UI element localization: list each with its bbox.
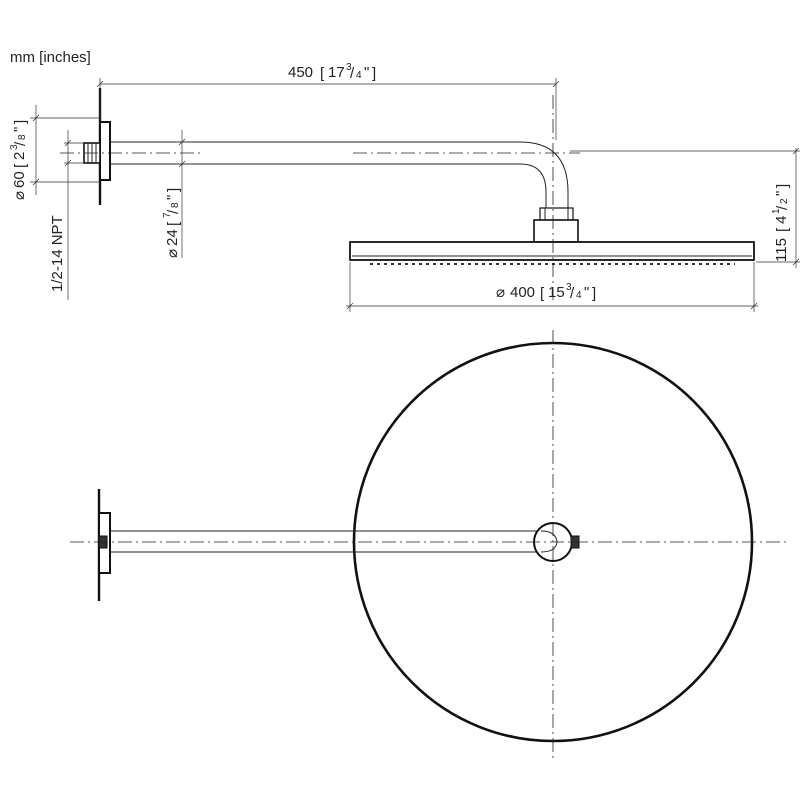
svg-text:": " bbox=[164, 195, 181, 200]
svg-text:/: / bbox=[570, 285, 575, 302]
side-ball-joint bbox=[533, 219, 579, 243]
svg-text:8: 8 bbox=[17, 134, 28, 140]
svg-text:": " bbox=[364, 64, 369, 81]
svg-text:4: 4 bbox=[356, 70, 362, 81]
svg-text:/: / bbox=[12, 141, 29, 146]
svg-text:2: 2 bbox=[11, 152, 28, 160]
svg-text:115: 115 bbox=[773, 238, 790, 262]
svg-text:[: [ bbox=[320, 65, 325, 82]
dim-thread: 1/2-14 NPT bbox=[49, 215, 66, 292]
side-arm-bend-outer bbox=[519, 141, 569, 208]
svg-text:4: 4 bbox=[773, 216, 790, 224]
svg-text:/: / bbox=[165, 209, 182, 214]
dim-head-diameter: ⌀ 400 [ 15 3 / 4 " ] bbox=[496, 282, 596, 302]
svg-text:": " bbox=[11, 127, 28, 132]
svg-text:450: 450 bbox=[288, 64, 313, 81]
svg-text:⌀: ⌀ bbox=[11, 191, 28, 200]
svg-text:7: 7 bbox=[162, 212, 173, 218]
svg-text:1: 1 bbox=[771, 208, 782, 214]
units-label: mm [inches] bbox=[10, 49, 91, 66]
svg-text:": " bbox=[773, 191, 790, 196]
dim-flange-diameter: ⌀ 60 [ 2 3 / 8 " ] bbox=[9, 120, 29, 200]
dim-head-height: 115 [ 4 1 / 2 " ] bbox=[771, 184, 791, 262]
svg-text:/: / bbox=[350, 65, 355, 82]
svg-text:4: 4 bbox=[576, 290, 582, 301]
dim-arm-length: 450 [ 17 3 / 4 " ] bbox=[288, 62, 376, 82]
side-arm-bend-inner bbox=[519, 163, 547, 208]
svg-text:2: 2 bbox=[779, 198, 790, 204]
svg-text:17: 17 bbox=[328, 64, 345, 81]
svg-text:[: [ bbox=[540, 285, 545, 302]
top-view bbox=[70, 330, 790, 760]
svg-text:[: [ bbox=[12, 163, 29, 168]
side-shower-head bbox=[349, 241, 755, 261]
svg-text:3: 3 bbox=[566, 282, 572, 293]
svg-text:]: ] bbox=[592, 285, 596, 302]
svg-text:]: ] bbox=[165, 188, 182, 192]
svg-text:3: 3 bbox=[9, 144, 20, 150]
svg-text:3: 3 bbox=[346, 62, 352, 73]
svg-text:8: 8 bbox=[170, 202, 181, 208]
svg-text:60: 60 bbox=[11, 171, 28, 188]
side-view bbox=[60, 88, 755, 300]
side-flange-body bbox=[99, 121, 111, 181]
svg-text:⌀: ⌀ bbox=[496, 284, 505, 301]
svg-text:[: [ bbox=[774, 227, 791, 232]
svg-text:24: 24 bbox=[164, 229, 181, 246]
svg-text:": " bbox=[584, 284, 589, 301]
svg-text:15: 15 bbox=[548, 284, 565, 301]
svg-text:]: ] bbox=[12, 120, 29, 124]
svg-text:[: [ bbox=[165, 221, 182, 226]
svg-text:]: ] bbox=[774, 184, 791, 188]
side-dimensions: 450 [ 17 3 / 4 " ] ⌀ 60 [ 2 3 / 8 " ] bbox=[9, 62, 800, 312]
svg-text:/: / bbox=[774, 205, 791, 210]
dim-pipe-diameter: ⌀ 24 [ 7 / 8 " ] bbox=[162, 188, 182, 258]
svg-text:]: ] bbox=[372, 65, 376, 82]
svg-text:400: 400 bbox=[510, 284, 535, 301]
svg-text:⌀: ⌀ bbox=[164, 249, 181, 258]
